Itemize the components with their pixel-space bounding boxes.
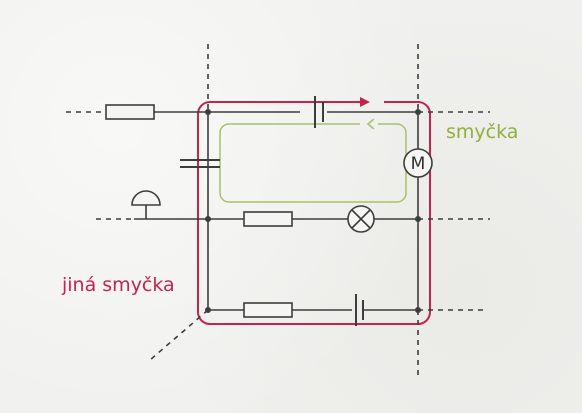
junction-dot-icon <box>415 109 421 115</box>
resistor-icon <box>105 104 155 120</box>
red-loop-label: jiná smyčka <box>61 274 175 296</box>
red-arrow-icon <box>360 97 370 107</box>
bell-icon <box>131 190 161 206</box>
motor-letter: M <box>411 154 426 174</box>
motor-icon <box>403 148 433 178</box>
red-loop-path <box>197 101 431 325</box>
green-loop-label: smyčka <box>446 121 518 143</box>
junction-dot-icon <box>205 307 211 313</box>
junction-dot-icon <box>415 307 421 313</box>
resistor-icon <box>243 302 293 318</box>
resistor-icon <box>243 211 293 227</box>
junction-dot-icon <box>205 216 211 222</box>
green-loop-path <box>219 123 407 203</box>
green-arrow-icon <box>366 118 375 130</box>
junction-dot-icon <box>415 216 421 222</box>
junction-dot-icon <box>205 109 211 115</box>
